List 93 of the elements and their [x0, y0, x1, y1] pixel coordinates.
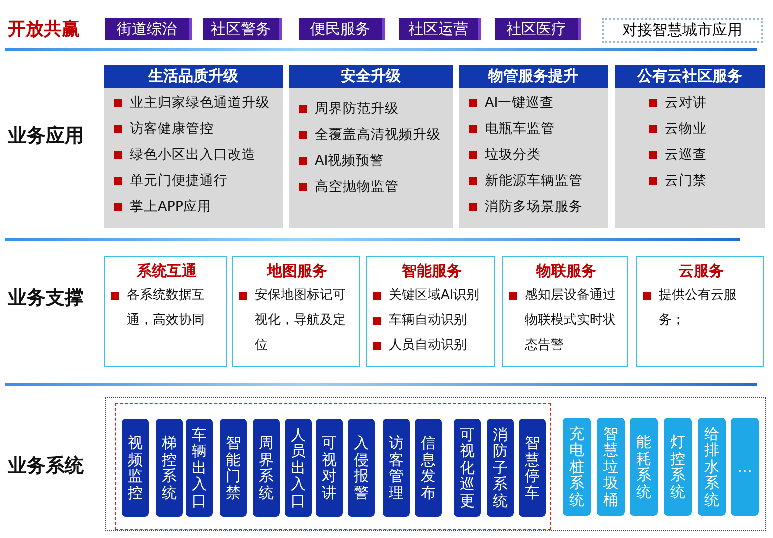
list-item: 电瓶车监管	[485, 120, 555, 139]
system-column	[285, 419, 312, 517]
system-column	[253, 419, 280, 517]
list-item: 高空抛物监管	[315, 178, 399, 197]
support-card	[232, 256, 360, 367]
category-tag: 社区医疗	[495, 18, 581, 40]
system-column	[186, 419, 213, 517]
category-tag: 便民服务	[299, 18, 385, 40]
column-label: 智慧停车	[525, 435, 540, 501]
column-label: 给排水系统	[704, 426, 720, 508]
list-item: 云门禁	[665, 172, 707, 191]
card-header: 公有云社区服务	[615, 65, 765, 88]
system-column	[731, 418, 759, 516]
system-column	[487, 419, 514, 517]
column-label: 充电桩系统	[570, 426, 584, 508]
list-item: AI一键巡查	[485, 94, 554, 113]
card-header: 安全升级	[289, 65, 453, 88]
card-heading: 云服务	[678, 261, 725, 281]
column-label: 入侵报警	[354, 435, 369, 501]
system-column	[454, 419, 481, 517]
system-column	[563, 418, 591, 516]
list-item: 关键区域AI识别	[389, 287, 480, 305]
category-tag: 街道综治	[105, 18, 192, 40]
system-column	[597, 418, 625, 516]
card-heading: 系统互通	[136, 261, 198, 281]
list-item: 云对讲	[665, 94, 707, 113]
dotted-container	[105, 397, 766, 531]
dashed-box: 对接智慧城市应用	[602, 18, 763, 43]
list-item: 人员自动识别	[389, 337, 467, 355]
system-column	[122, 419, 149, 517]
row-label: 业务支撑	[8, 286, 84, 311]
card-heading: 物联服务	[535, 261, 598, 281]
support-card	[366, 256, 495, 367]
support-card	[104, 256, 227, 367]
row-label: 业务系统	[8, 454, 84, 479]
list-item: 访客健康管控	[130, 120, 214, 139]
column-label: 灯控系统	[670, 434, 686, 500]
column-label: 信息发布	[421, 435, 436, 501]
system-column	[630, 418, 658, 516]
column-label: 能耗系统	[636, 434, 652, 500]
card-heading: 地图服务	[266, 261, 328, 281]
list-item: 安保地图标记可视化，导航及定位	[255, 287, 347, 355]
system-column	[156, 419, 183, 517]
column-label: 梯控系统	[162, 435, 177, 501]
list-item: AI视频预警	[315, 152, 384, 171]
list-item: 消防多场景服务	[485, 198, 583, 217]
category-tag: 社区警务	[203, 18, 282, 40]
list-item: 周界防范升级	[315, 100, 399, 119]
column-label: 可视对讲	[322, 435, 337, 501]
column-label: 消防子系统	[493, 426, 508, 510]
column-label: 视频监控	[128, 435, 143, 501]
list-item: 全覆盖高清视频升级	[315, 126, 441, 145]
support-card	[502, 256, 628, 367]
system-column	[519, 419, 546, 517]
list-item: 业主归家绿色通道升级	[130, 94, 270, 113]
system-column	[348, 419, 375, 517]
list-item: 云巡查	[665, 146, 707, 165]
column-label: 访客管理	[389, 435, 404, 501]
column-label: 智能门禁	[226, 435, 241, 501]
system-column	[383, 419, 410, 517]
card-heading: 智能服务	[401, 261, 463, 281]
application-card-background	[459, 65, 608, 228]
category-tag: 社区运营	[399, 18, 481, 40]
list-item: 单元门便捷通行	[130, 172, 228, 191]
dashed-group-box	[115, 403, 551, 530]
column-label: 智慧垃圾桶	[604, 426, 618, 508]
list-item: 绿色小区出入口改造	[130, 146, 256, 165]
list-item: 云物业	[665, 120, 707, 139]
list-item: 提供公有云服务；	[659, 287, 738, 330]
system-column	[698, 418, 726, 516]
list-item: 各系统数据互通，高效协同	[127, 287, 206, 330]
system-column	[415, 419, 442, 517]
application-card-background	[104, 65, 283, 228]
application-card-background	[289, 65, 453, 228]
row-label: 业务应用	[8, 124, 84, 149]
row-label: 开放共赢	[8, 18, 80, 41]
column-label: 周界系统	[259, 435, 274, 501]
list-item: 垃圾分类	[485, 146, 541, 165]
support-card	[636, 256, 764, 367]
card-header: 生活品质升级	[104, 65, 283, 88]
system-column	[664, 418, 692, 516]
column-label: …	[738, 458, 752, 476]
column-label: 车辆出入口	[192, 426, 207, 510]
column-label: 人员出入口	[291, 426, 306, 510]
list-item: 新能源车辆监管	[485, 172, 583, 191]
list-item: 感知层设备通过物联模式实时状态告警	[525, 287, 617, 355]
column-label: 可视化巡更	[460, 426, 475, 510]
application-card-background	[615, 65, 765, 228]
system-column	[220, 419, 247, 517]
list-item: 车辆自动识别	[389, 312, 467, 330]
card-header: 物管服务提升	[459, 65, 608, 88]
system-column	[316, 419, 343, 517]
list-item: 掌上APP应用	[130, 198, 212, 217]
